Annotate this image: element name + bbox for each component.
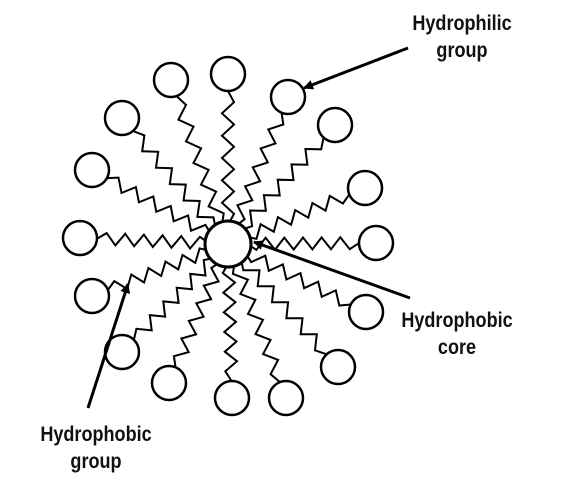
hydrophobic-tail xyxy=(107,247,211,291)
label-group-line-2: group xyxy=(70,450,122,473)
hydrophilic-heads xyxy=(61,55,395,417)
hydrophobic-tail xyxy=(234,112,285,228)
hydrophobic-tail xyxy=(246,235,360,252)
hydrophilic-head xyxy=(209,55,247,93)
hydrophobic-core-circle xyxy=(203,219,253,269)
hydrophilic-head xyxy=(103,99,141,137)
hydrophobic-tail xyxy=(175,95,225,227)
hydrophilic-head xyxy=(267,379,305,417)
hydrophilic-head xyxy=(357,224,395,262)
hydrophobic-tail xyxy=(239,257,328,356)
arrow-hydrophilic-group xyxy=(303,46,409,90)
hydrophobic-tail xyxy=(106,176,213,236)
label-group-line-1: Hydrophobic xyxy=(40,423,152,446)
hydrophilic-head xyxy=(73,277,111,315)
hydrophilic-head xyxy=(73,151,111,189)
hydrophilic-head xyxy=(319,348,357,386)
hydrophilic-head xyxy=(269,78,307,116)
label-core-line-1: Hydrophobic xyxy=(401,309,513,332)
label-hydrophilic-line-2: group xyxy=(436,39,488,62)
hydrophobic-tail xyxy=(132,256,215,341)
hydrophobic-tail xyxy=(231,261,281,383)
hydrophobic-tail xyxy=(220,90,236,226)
label-hydrophilic-group: Hydrophilic group xyxy=(402,10,522,64)
hydrophilic-head xyxy=(150,364,188,402)
hydrophilic-head xyxy=(316,106,354,144)
hydrophobic-tail xyxy=(132,130,217,230)
hydrophilic-head xyxy=(61,219,99,257)
arrow-hydrophobic-core xyxy=(253,240,411,300)
label-hydrophobic-group: Hydrophobic group xyxy=(27,421,165,475)
pointer-arrows xyxy=(86,46,411,409)
hydrophilic-head xyxy=(213,379,251,417)
label-hydrophilic-line-1: Hydrophilic xyxy=(412,12,512,35)
hydrophilic-head xyxy=(346,169,384,207)
hydrophobic-tail xyxy=(240,137,325,231)
label-core-line-2: core xyxy=(437,336,477,359)
label-hydrophobic-core: Hydrophobic core xyxy=(396,307,518,361)
hydrophobic-tail xyxy=(245,193,351,240)
hydrophobic-tail xyxy=(221,262,239,382)
hydrophilic-head xyxy=(152,61,190,99)
hydrophobic-tail xyxy=(96,231,210,251)
hydrophobic-tail xyxy=(244,251,351,307)
hydrophobic-tail xyxy=(172,260,222,368)
hydrophilic-head xyxy=(347,293,385,331)
arrow-hydrophobic-group xyxy=(86,283,130,409)
